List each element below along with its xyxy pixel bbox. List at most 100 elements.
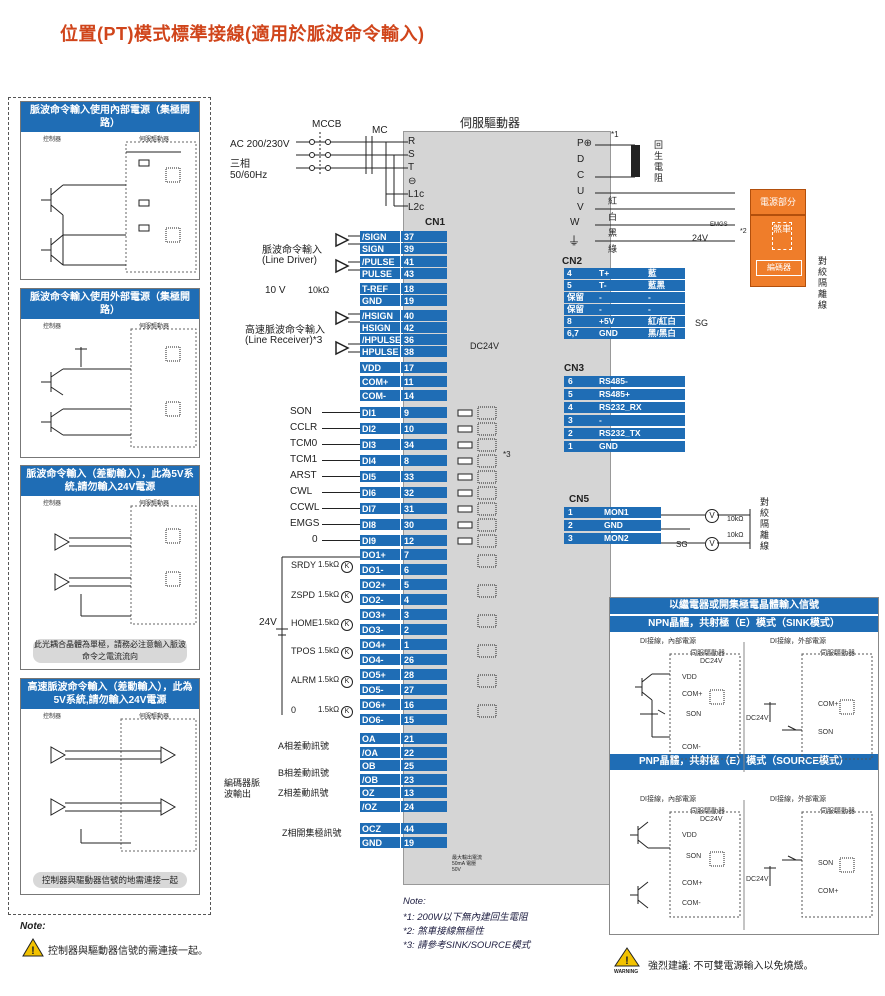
cn3-cell: 1 [568, 441, 573, 451]
cn1-pin-signal: DO6+ [360, 699, 400, 710]
cn5-cell: 2 [568, 520, 573, 530]
encoder-signal-label: B相差動訊號 [278, 768, 330, 778]
cn1-pin-signal: DO5+ [360, 669, 400, 680]
mccb-label: MCCB [312, 119, 342, 130]
cn2-cell: - [648, 304, 651, 314]
cn5-cell: 1 [568, 507, 573, 517]
phase-label: 三相 [230, 159, 250, 170]
regen-mark: *1 [611, 130, 619, 139]
cn1-pin-signal: OB [360, 760, 400, 771]
di-switch-line [322, 476, 360, 477]
cn1-pin-number: 26 [401, 654, 447, 665]
do-output-icon [477, 554, 497, 568]
encoder-label: 編碼器 [756, 260, 802, 276]
cn1-pin: DO4+1 [360, 639, 448, 651]
cn1-pin-number: 44 [401, 823, 447, 834]
note-2: *2: 煞車接線無極性 [403, 926, 484, 937]
terminal-l2c: L2c [408, 202, 425, 213]
do-resistor-label: 1.5kΩ [318, 705, 340, 714]
panel-internal-power: 脈波命令輸入使用內部電源（集極開路） 控制器 伺服驅動器 [20, 101, 200, 280]
terminal-c: C [577, 170, 585, 181]
driver-symbols [335, 232, 360, 326]
panel-drive-label: 伺服驅動器 [139, 501, 170, 507]
cn1-pin-signal: PULSE [360, 268, 400, 279]
cn1-pin: DO2+5 [360, 579, 448, 591]
pnp-comm-label: COM- [682, 900, 701, 907]
voltmeter-icon: V [705, 537, 719, 551]
cn1-pin-number: 27 [401, 684, 447, 695]
cn2-cell: 5 [567, 280, 572, 290]
cn1-pin-signal: VDD [360, 362, 400, 373]
cn1-pin-signal: DO4- [360, 654, 400, 665]
cn3-cell: RS485- [599, 376, 628, 386]
cn1-pin: COM-14 [360, 390, 448, 402]
wire-white: 白 [608, 212, 618, 222]
cn1-pin-signal: /SIGN [360, 231, 400, 242]
cn1-pin: DO1-6 [360, 564, 448, 576]
voltmeter-icon: V [705, 509, 719, 523]
cn1-pin-signal: DO1+ [360, 549, 400, 560]
note-3: *3: 請參考SINK/SOURCE模式 [403, 940, 531, 951]
panel-note-pill: 控制器與驅動器信號的地需連接一起 [33, 872, 187, 888]
v10-label: 10 V [265, 285, 286, 296]
di-resistor [457, 521, 473, 529]
do-output-icon [477, 674, 497, 688]
motor-wiring [595, 144, 735, 242]
cn3-cell: RS485+ [599, 389, 630, 399]
npn-ext-son: SON [818, 729, 834, 736]
cn2-cell: - [648, 292, 651, 302]
cn1-pin-number: 16 [401, 699, 447, 710]
left-note-text: 控制器與驅動器信號的需連接一起。 [48, 946, 208, 957]
di-label: TCM0 [290, 438, 318, 449]
terminal-p: P⊕ [577, 138, 593, 149]
cn1-pin-signal: DO6- [360, 714, 400, 725]
do-output-icon [477, 704, 497, 718]
cn1-pin-number: 7 [401, 549, 447, 560]
warning-label: WARNING [614, 969, 639, 975]
panel-high-speed-input: 高速脈波命令輸入（差動輸入），此為5V系統,請勿輸入24V電源 控制器 伺服驅動… [20, 678, 200, 895]
cn2-cell: +5V [599, 316, 615, 326]
npn-int-label: DI接線，內部電源 [640, 638, 696, 645]
cn1-pin-signal: DI5 [360, 471, 400, 482]
cn1-pin: DO3+3 [360, 609, 448, 621]
cn2-row: 保留-- [564, 304, 685, 315]
cn2-cell: 保留 [567, 292, 585, 302]
optocoupler-icon [477, 486, 497, 500]
dc24v-label: DC24V [470, 341, 500, 351]
do-label: TPOS [291, 646, 316, 656]
terminal-r: R [408, 136, 416, 147]
cn1-pin-number: 9 [401, 407, 447, 418]
wire-green: 綠 [608, 244, 618, 254]
note-1: *1: 200W以下無內建回生電阻 [403, 912, 528, 923]
cn1-pin-signal: T-REF [360, 283, 400, 294]
cn5-wiring [660, 509, 751, 549]
cn1-pin-number: 10 [401, 423, 447, 434]
do-label: SRDY [291, 560, 317, 570]
optocoupler-icon [477, 438, 497, 452]
do-label: HOME [291, 618, 318, 628]
drive-internal-symbols [457, 406, 497, 718]
npn-comm-label: COM- [682, 744, 701, 751]
do-resistor-label: 1.5kΩ [318, 646, 340, 655]
do-label: ALRM [291, 675, 317, 685]
cn5-sg-label: SG [676, 540, 688, 549]
relay-input-panel: 以繼電器或開集極電晶體輸入信號 NPN晶體，共射極（E）模式（SINK模式） D… [609, 597, 879, 935]
cn3-row: 3- [564, 415, 685, 426]
di-label: CCLR [290, 422, 318, 433]
cn3-cell: 3 [568, 415, 573, 425]
warning-icon: ! [22, 938, 44, 957]
cn1-pin-number: 6 [401, 564, 447, 575]
